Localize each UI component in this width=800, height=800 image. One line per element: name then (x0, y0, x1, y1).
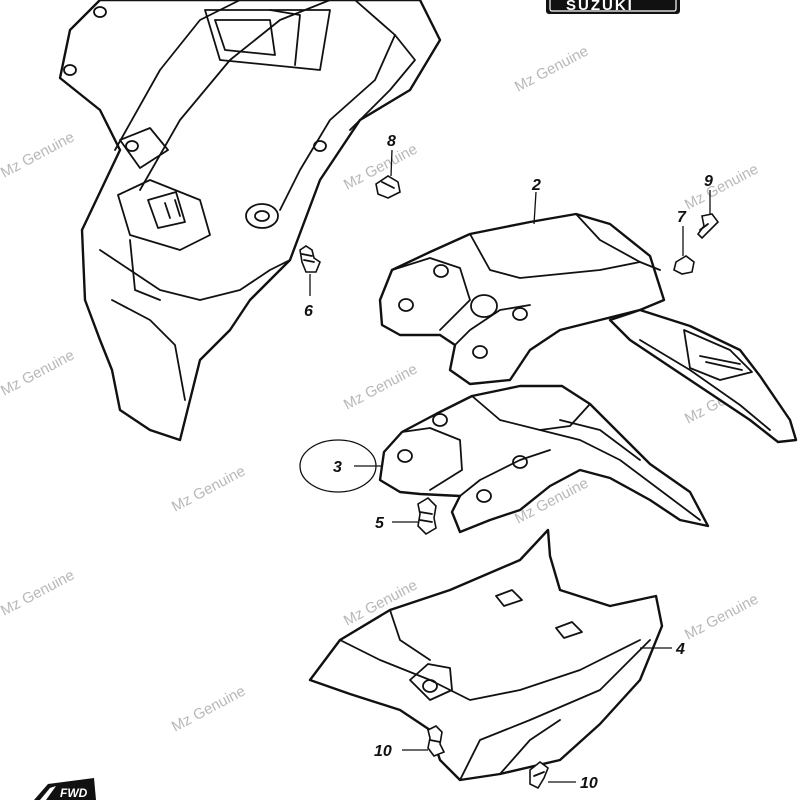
callout-6: 6 (304, 303, 313, 320)
watermark: Mz Genuine (0, 129, 77, 182)
part-10-screw-right: 10 (529, 760, 598, 792)
part-3-bracket: 3 (299, 384, 710, 534)
callout-10-right: 10 (580, 775, 598, 792)
watermark: Mz Genuine (0, 567, 77, 620)
fwd-direction-tag: FWD (34, 778, 96, 800)
part-5-bolt: 5 (375, 496, 437, 536)
brand-logo: SUZUKI (546, 0, 680, 14)
part-2-bracket: 2 (378, 177, 798, 444)
callout-7: 7 (677, 209, 687, 226)
watermark: Mz Genuine (341, 361, 420, 414)
part-8-clip: 8 (375, 133, 401, 199)
part-7-nut: 7 (673, 209, 695, 275)
watermark: Mz Genuine (0, 347, 77, 400)
brand-logo-text: SUZUKI (566, 0, 634, 14)
watermark: Mz Genuine (512, 43, 591, 96)
rear-fender-assembly (58, 0, 442, 442)
part-9-screw: 9 (696, 173, 720, 240)
fwd-label: FWD (60, 786, 88, 800)
callout-2: 2 (531, 177, 541, 194)
watermark: Mz Genuine (169, 683, 248, 736)
part-4-cover: 4 (308, 528, 685, 782)
callout-3: 3 (333, 459, 342, 476)
part-10-screw-left: 10 (374, 725, 446, 760)
watermark: Mz Genuine (682, 591, 761, 644)
callout-5: 5 (375, 515, 385, 532)
part-6-bolt: 6 (299, 245, 321, 320)
callout-8: 8 (387, 133, 396, 150)
callout-9: 9 (704, 173, 713, 190)
callout-4: 4 (675, 641, 685, 658)
watermark: Mz Genuine (682, 161, 761, 214)
watermark: Mz Genuine (169, 463, 248, 516)
callout-10-left: 10 (374, 743, 392, 760)
